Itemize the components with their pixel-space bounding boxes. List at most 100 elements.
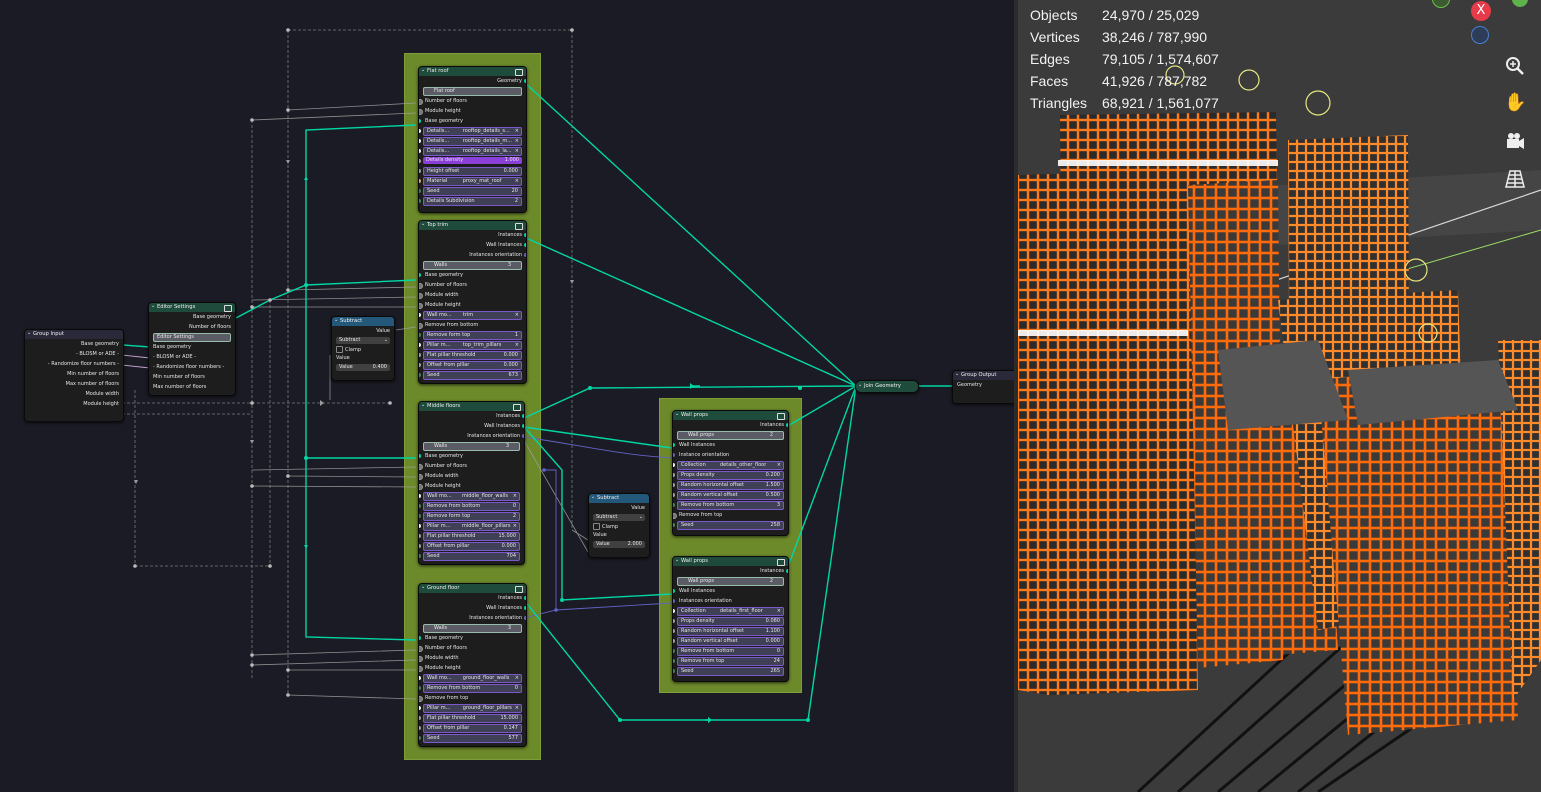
socket-dot[interactable] bbox=[419, 636, 421, 640]
input-row[interactable]: Wall mo...trim× bbox=[419, 310, 526, 320]
socket-dot[interactable] bbox=[419, 273, 421, 277]
socket-dot[interactable] bbox=[673, 589, 675, 593]
socket-dot[interactable] bbox=[419, 464, 423, 470]
clear-icon[interactable]: × bbox=[514, 138, 519, 144]
socket-dot[interactable] bbox=[522, 434, 524, 438]
socket-dot[interactable] bbox=[524, 606, 526, 610]
socket-dot[interactable] bbox=[673, 503, 675, 507]
socket-dot[interactable] bbox=[419, 149, 421, 153]
node-group-selector[interactable]: Editor Settings bbox=[153, 333, 231, 342]
socket-dot[interactable] bbox=[419, 99, 423, 105]
input-row[interactable]: Module height bbox=[419, 300, 526, 310]
input-row[interactable]: Pillar m...ground_floor_pillars× bbox=[419, 703, 526, 713]
input-row[interactable]: Number of floors bbox=[419, 461, 524, 471]
object-field[interactable]: Wall mo...trim× bbox=[423, 311, 522, 320]
object-field[interactable]: Pillar m...middle_floor_pillars× bbox=[423, 522, 520, 531]
node-editor[interactable]: Group Input Base geometry - BLOSM or ADE… bbox=[0, 0, 1014, 792]
clear-icon[interactable]: × bbox=[514, 178, 519, 184]
clear-icon[interactable]: × bbox=[514, 675, 519, 681]
socket-dot[interactable] bbox=[419, 343, 421, 347]
socket-dot[interactable] bbox=[419, 353, 421, 357]
object-field[interactable]: Wall mo...middle_floor_walls× bbox=[423, 492, 520, 501]
object-field[interactable]: Details...rooftop_details_s...× bbox=[423, 127, 522, 136]
group-input-node[interactable]: Group Input Base geometry - BLOSM or ADE… bbox=[24, 329, 124, 422]
socket-dot[interactable] bbox=[419, 504, 421, 508]
input-row[interactable]: Module height bbox=[419, 663, 526, 673]
input-row[interactable]: Remove from bottom bbox=[419, 320, 526, 330]
input-row[interactable]: Wall Instances bbox=[673, 440, 788, 450]
group-output-node[interactable]: Group Output Geometry bbox=[952, 370, 1014, 404]
socket-dot[interactable] bbox=[419, 534, 421, 538]
pan-hand-icon[interactable]: ✋ bbox=[1504, 92, 1527, 113]
input-row[interactable]: Details...rooftop_details_la...× bbox=[419, 146, 526, 156]
input-row[interactable]: Wall Instances bbox=[673, 586, 788, 596]
socket-dot[interactable] bbox=[419, 283, 423, 289]
clear-icon[interactable]: × bbox=[514, 342, 519, 348]
socket-dot[interactable] bbox=[673, 483, 675, 487]
socket-dot[interactable] bbox=[419, 303, 423, 309]
input-row[interactable]: Module width bbox=[419, 471, 524, 481]
input-row[interactable]: Instances orientation bbox=[673, 596, 788, 606]
input-row[interactable]: Base geometry bbox=[419, 633, 526, 643]
socket-dot[interactable] bbox=[673, 453, 675, 457]
join-geometry-node[interactable]: Join Geometry bbox=[855, 380, 919, 393]
socket-dot[interactable] bbox=[419, 646, 423, 652]
socket-dot[interactable] bbox=[673, 513, 677, 519]
area-splitter[interactable] bbox=[1014, 0, 1018, 792]
socket-dot[interactable] bbox=[419, 189, 421, 193]
input-row[interactable]: Base geometry bbox=[419, 451, 524, 461]
node-group-selector[interactable]: Flat roof bbox=[423, 87, 522, 96]
gizmo-axis-y-positive-icon[interactable] bbox=[1512, 0, 1528, 7]
socket-dot[interactable] bbox=[419, 726, 421, 730]
editor-settings-node[interactable]: Editor Settings Base geometry Number of … bbox=[148, 302, 236, 396]
input-row[interactable]: Module width bbox=[419, 290, 526, 300]
socket-dot[interactable] bbox=[673, 619, 675, 623]
gizmo-axis-z-icon[interactable] bbox=[1471, 26, 1489, 44]
input-row[interactable]: Module height bbox=[419, 106, 526, 116]
operation-dropdown[interactable]: Subtract⌄ bbox=[336, 337, 390, 344]
socket-dot[interactable] bbox=[419, 159, 421, 163]
clamp-checkbox[interactable] bbox=[593, 523, 600, 530]
socket-dot[interactable] bbox=[786, 569, 788, 573]
socket-dot[interactable] bbox=[419, 199, 421, 203]
input-row[interactable]: Pillar m...top_trim_pillars× bbox=[419, 340, 526, 350]
socket-dot[interactable] bbox=[673, 639, 675, 643]
clear-icon[interactable]: × bbox=[512, 523, 517, 529]
socket-dot[interactable] bbox=[522, 414, 524, 418]
socket-dot[interactable] bbox=[419, 494, 421, 498]
perspective-grid-icon[interactable] bbox=[1504, 168, 1526, 190]
socket-dot[interactable] bbox=[419, 656, 423, 662]
socket-dot[interactable] bbox=[419, 696, 423, 702]
